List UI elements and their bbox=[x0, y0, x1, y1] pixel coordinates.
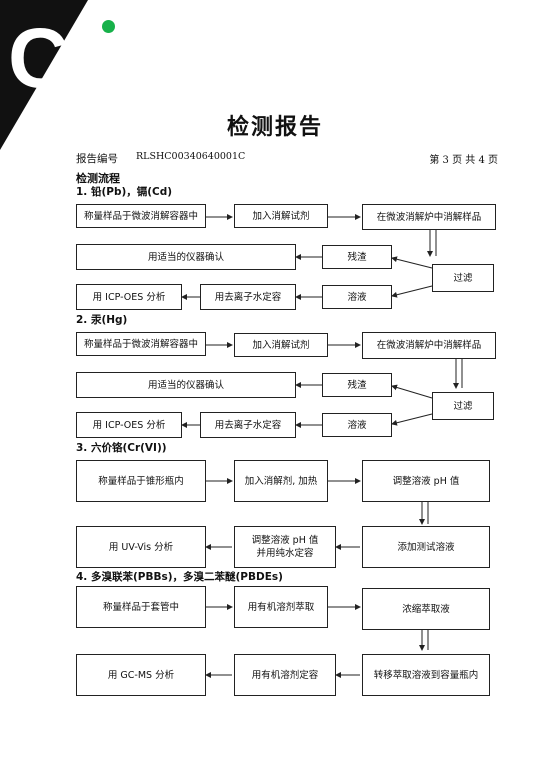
flow-step: 调整溶液 pH 值 bbox=[362, 460, 490, 502]
flow-step: 称量样品于微波消解容器中 bbox=[76, 332, 206, 356]
flow-step: 用适当的仪器确认 bbox=[76, 372, 296, 398]
logo-text: CTI bbox=[8, 11, 150, 105]
flow-step: 用 UV-Vis 分析 bbox=[76, 526, 206, 568]
cti-logo: CTI bbox=[8, 16, 149, 100]
flow-step: 用 GC-MS 分析 bbox=[76, 654, 206, 696]
report-number-label: 报告编号 bbox=[76, 153, 118, 165]
flow-step: 用去离子水定容 bbox=[200, 284, 296, 310]
process-title: 4. 多溴联苯(PBBs)，多溴二苯醚(PBDEs) bbox=[76, 571, 283, 583]
flow-step: 用有机溶剂定容 bbox=[234, 654, 336, 696]
arrow bbox=[391, 256, 433, 269]
flow-step: 在微波消解炉中消解样品 bbox=[362, 332, 496, 359]
arrow bbox=[391, 413, 433, 426]
flow-step: 用 ICP-OES 分析 bbox=[76, 412, 182, 438]
page-info: 第 3 页 共 4 页 bbox=[429, 155, 498, 166]
flow-step: 用去离子水定容 bbox=[200, 412, 296, 438]
process-title: 1. 铅(Pb)，镉(Cd) bbox=[76, 186, 173, 198]
flow-step: 用 ICP-OES 分析 bbox=[76, 284, 182, 310]
arrow bbox=[391, 285, 433, 298]
corner-black-wedge bbox=[0, 0, 88, 150]
flow-step: 调整溶液 pH 值 并用纯水定容 bbox=[234, 526, 336, 568]
flow-step: 残渣 bbox=[322, 245, 392, 269]
flow-step: 溶液 bbox=[322, 285, 392, 309]
flow-step: 加入消解试剂 bbox=[234, 204, 328, 228]
flow-step: 添加测试溶液 bbox=[362, 526, 490, 568]
flow-step: 用有机溶剂萃取 bbox=[234, 586, 328, 628]
flow-step: 称量样品于锥形瓶内 bbox=[76, 460, 206, 502]
process-title: 3. 六价铬(Cr(VI)) bbox=[76, 442, 167, 454]
flow-step: 称量样品于套管中 bbox=[76, 586, 206, 628]
flow-step: 过滤 bbox=[432, 264, 494, 292]
flow-step: 称量样品于微波消解容器中 bbox=[76, 204, 206, 228]
section-title: 检测流程 bbox=[76, 172, 120, 185]
arrow bbox=[391, 384, 433, 399]
flow-step: 加入消解试剂 bbox=[234, 333, 328, 357]
flow-step: 转移萃取溶液到容量瓶内 bbox=[362, 654, 490, 696]
flow-step: 加入消解剂, 加热 bbox=[234, 460, 328, 502]
page-title: 检测报告 bbox=[226, 114, 323, 140]
flow-step: 浓缩萃取液 bbox=[362, 588, 490, 630]
flow-step: 过滤 bbox=[432, 392, 494, 420]
flow-step: 在微波消解炉中消解样品 bbox=[362, 204, 496, 230]
flow-step: 用适当的仪器确认 bbox=[76, 244, 296, 270]
process-title: 2. 汞(Hg) bbox=[76, 314, 128, 326]
flow-step-line: 并用纯水定容 bbox=[256, 548, 314, 559]
flow-step-line: 调整溶液 pH 值 bbox=[251, 535, 319, 546]
flow-step: 残渣 bbox=[322, 373, 392, 397]
report-number: RLSHC00340640001C bbox=[136, 151, 246, 162]
flow-step: 溶液 bbox=[322, 413, 392, 437]
logo-dot bbox=[102, 20, 115, 33]
